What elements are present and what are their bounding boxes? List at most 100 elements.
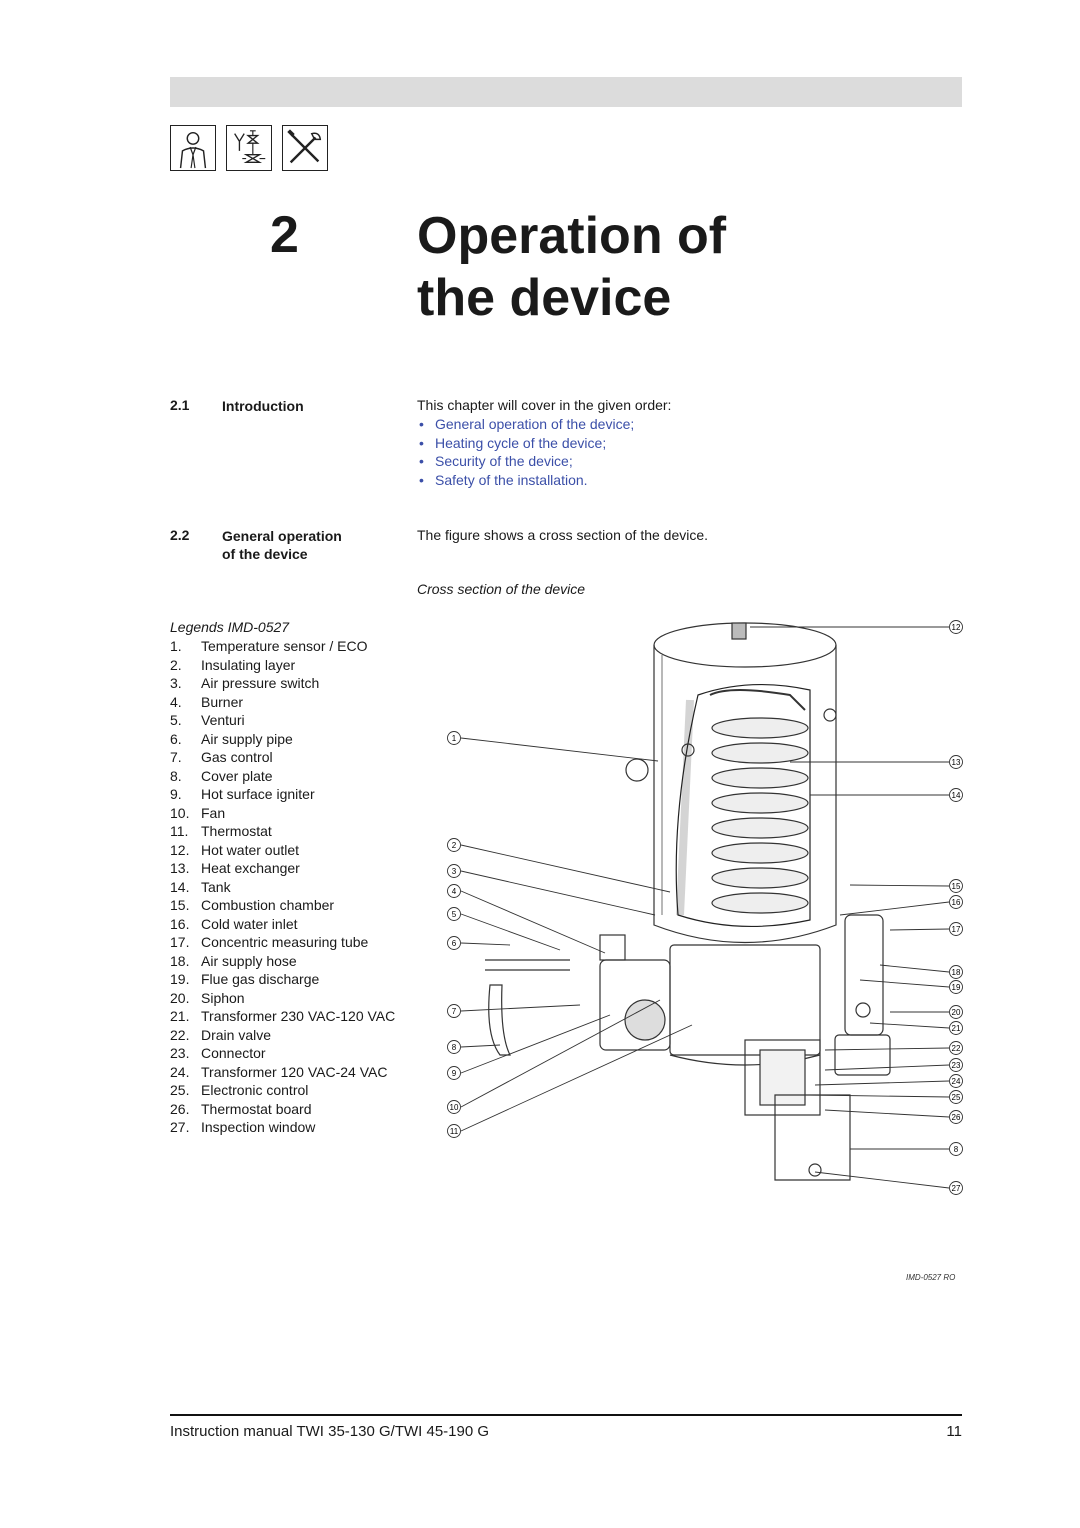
callout-marker: 24	[949, 1074, 963, 1088]
callout-leader-line	[460, 844, 671, 893]
legend-item: 18.Air supply hose	[170, 952, 297, 969]
legend-item: 26.Thermostat board	[170, 1100, 312, 1117]
callout-leader-line	[869, 1022, 950, 1029]
callout-number: 18	[952, 968, 961, 977]
footer-title: Instruction manual TWI 35-130 G/TWI 45-1…	[170, 1423, 490, 1440]
callout-leader-line	[460, 942, 511, 946]
callout-marker: 6	[447, 936, 461, 950]
legend-item: 5.Venturi	[170, 712, 245, 728]
legend-title: Legends IMD-0527	[170, 619, 290, 635]
legend-item: 17.Concentric measuring tube	[170, 934, 369, 950]
intro-bullet-item[interactable]: •Security of the device;	[419, 453, 573, 469]
legend-item: 7.Gas control	[170, 749, 273, 765]
tools-icon	[282, 125, 328, 171]
callout-marker: 22	[949, 1041, 963, 1055]
legend-item: 27.Inspection window	[170, 1119, 316, 1135]
page-number: 11	[946, 1423, 962, 1440]
legend-item: 12.Hot water outlet	[170, 841, 300, 858]
callout-marker: 16	[949, 895, 963, 909]
legend-item: 14.Tank	[170, 878, 231, 895]
callout-number: 22	[952, 1044, 961, 1053]
valve-symbol-icon	[226, 125, 272, 171]
cross-section-diagram: 1234567891011121314151617181920212223242…	[447, 620, 963, 1195]
chapter-number: 2	[270, 206, 299, 264]
callout-number: 4	[452, 887, 457, 896]
callout-marker: 12	[949, 620, 963, 634]
intro-bullet-item[interactable]: •Heating cycle of the device;	[419, 434, 607, 451]
callout-leader-line	[849, 884, 950, 887]
callout-number: 11	[450, 1127, 459, 1136]
callout-marker: 1	[447, 731, 461, 745]
callout-number: 23	[952, 1061, 961, 1070]
callout-number: 2	[452, 841, 457, 850]
chapter-title: Operation of the device	[417, 205, 726, 329]
footer-rule	[170, 1414, 962, 1416]
section-title-intro: Introduction	[222, 398, 304, 414]
figure-caption: Cross section of the device	[417, 581, 586, 597]
audience-icons	[170, 125, 328, 171]
header-bar	[170, 77, 962, 107]
legend-item: 19.Flue gas discharge	[170, 971, 320, 987]
callout-marker: 7	[447, 1004, 461, 1018]
callout-number: 20	[952, 1008, 961, 1017]
callout-number: 6	[452, 939, 457, 948]
callout-number: 24	[952, 1077, 961, 1086]
legend-item: 6.Air supply pipe	[170, 730, 293, 747]
callout-number: 5	[452, 910, 457, 919]
callout-leader-line	[859, 979, 950, 988]
callout-number: 13	[952, 758, 961, 767]
callout-number: 21	[952, 1024, 961, 1033]
chapter-title-line1: Operation of	[417, 207, 727, 265]
legend-item: 25.Electronic control	[170, 1082, 309, 1098]
callout-number: 9	[452, 1069, 457, 1078]
callout-leader-line	[889, 928, 950, 931]
intro-bullet-item[interactable]: •Safety of the installation.	[419, 471, 588, 488]
callout-leader-line	[814, 1080, 950, 1086]
callout-marker: 21	[949, 1021, 963, 1035]
intro-bullet-item[interactable]: •General operation of the device;	[419, 416, 635, 432]
callout-leader-line	[814, 1171, 950, 1189]
callout-leader-line	[460, 1004, 581, 1012]
callout-number: 12	[952, 623, 961, 632]
callout-marker: 9	[447, 1066, 461, 1080]
callout-number: 19	[952, 983, 961, 992]
callout-marker: 8	[447, 1040, 461, 1054]
callout-leader-line	[460, 1014, 611, 1074]
legend-item: 16.Cold water inlet	[170, 915, 298, 932]
callout-leader-line	[824, 1047, 950, 1051]
legend-item: 11.Thermostat	[170, 823, 272, 839]
callout-leader-line	[460, 999, 661, 1108]
callout-leader-line	[879, 964, 950, 973]
callout-leader-line	[460, 913, 561, 951]
callout-number: 26	[952, 1113, 961, 1122]
callout-marker: 17	[949, 922, 963, 936]
callout-leader-line	[460, 870, 656, 916]
section-number-intro: 2.1	[170, 397, 190, 413]
callout-marker: 2	[447, 838, 461, 852]
legend-item: 22.Drain valve	[170, 1026, 272, 1043]
callout-number: 15	[952, 882, 961, 891]
legend-item: 13.Heat exchanger	[170, 860, 300, 876]
callout-marker: 14	[949, 788, 963, 802]
callout-marker: 15	[949, 879, 963, 893]
tank-body	[653, 645, 837, 944]
section-number-general: 2.2	[170, 527, 190, 543]
intro-lead-text: This chapter will cover in the given ord…	[417, 397, 672, 413]
callout-leader-line	[839, 901, 950, 916]
callout-marker: 27	[949, 1181, 963, 1195]
callout-number: 27	[952, 1184, 961, 1193]
legend-item: 9.Hot surface igniter	[170, 786, 315, 802]
legend-item: 4.Burner	[170, 693, 244, 710]
callout-number: 8	[452, 1043, 457, 1052]
callout-marker: 26	[949, 1110, 963, 1124]
legend-item: 8.Cover plate	[170, 767, 273, 784]
callout-number: 17	[952, 925, 961, 934]
chapter-title-line2: the device	[417, 269, 672, 327]
callout-leader-line	[809, 1094, 950, 1098]
legend-item: 10.Fan	[170, 804, 226, 821]
legend-item: 2.Insulating layer	[170, 656, 296, 673]
callout-number: 14	[952, 791, 961, 800]
legend-item: 20.Siphon	[170, 989, 245, 1006]
callout-leader-line	[460, 890, 606, 954]
